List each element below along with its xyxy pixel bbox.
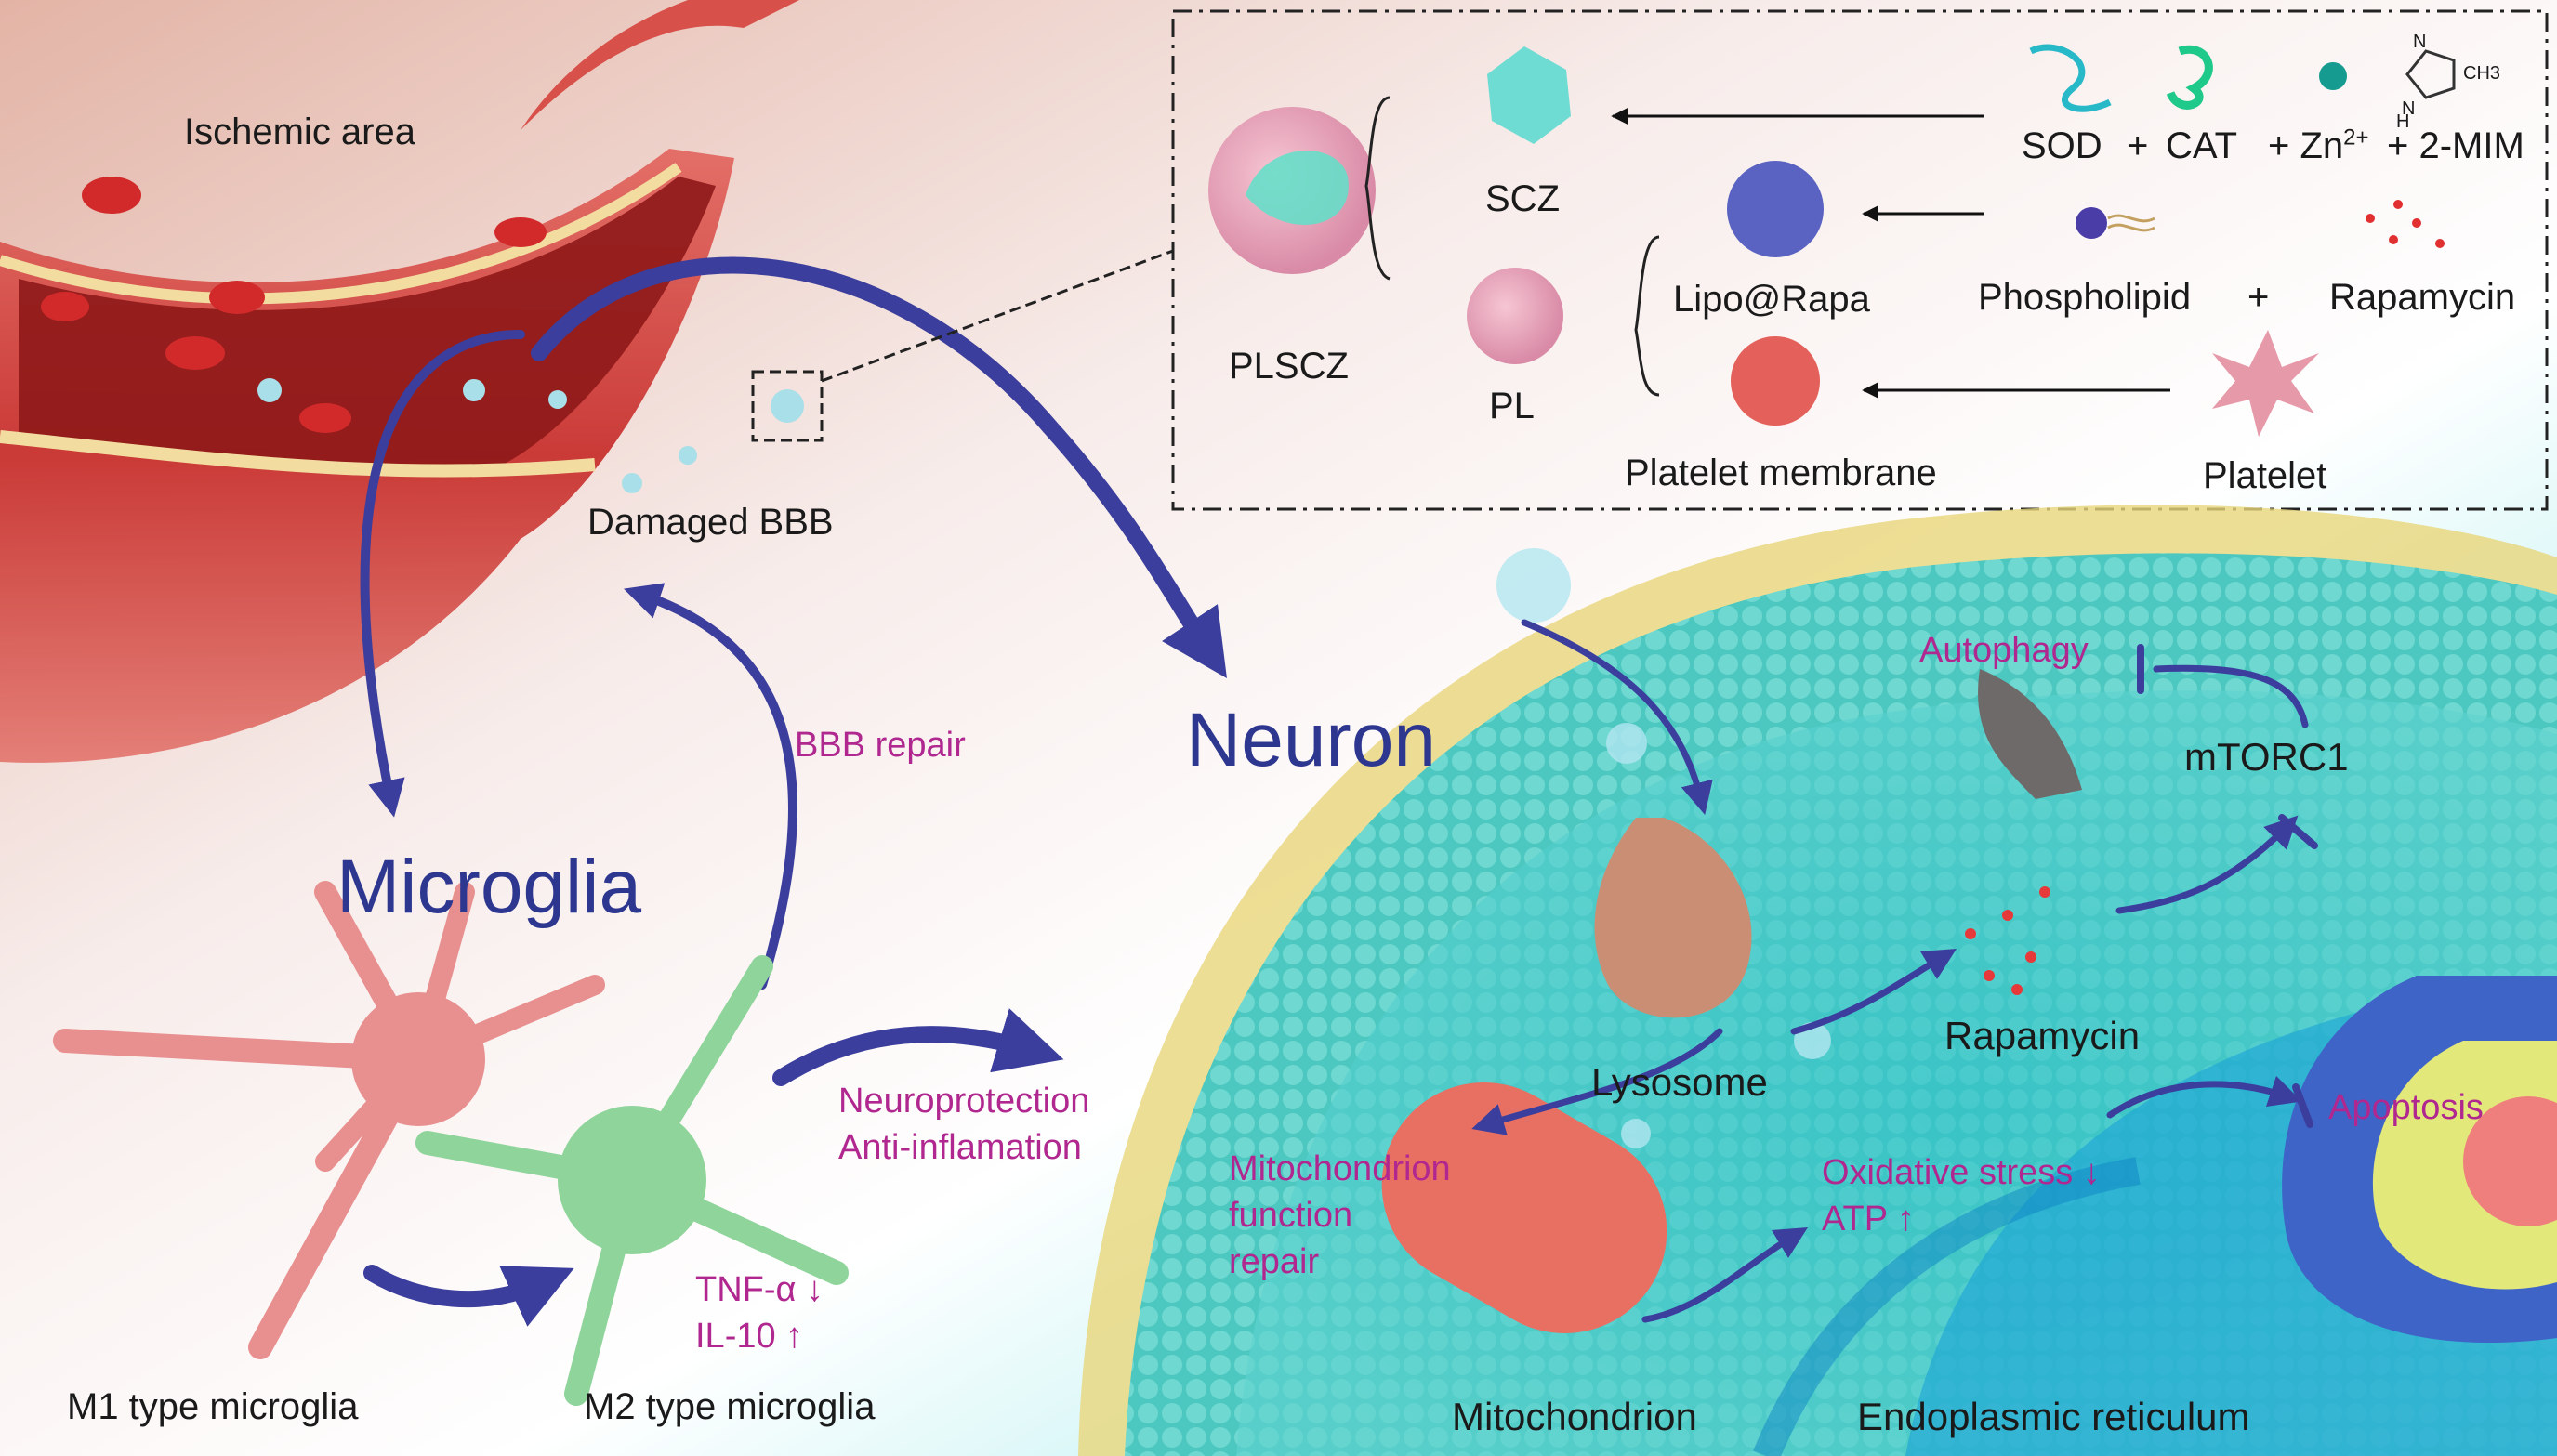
rapamycin-reagent-label: Rapamycin (2329, 277, 2516, 318)
autophagosome (1978, 669, 2082, 799)
chem-ch3: CH3 (2463, 63, 2501, 84)
microglia-title: Microglia (336, 845, 642, 929)
plus-sign: + (2127, 125, 2149, 166)
zn-label: + Zn2+ (2268, 125, 2369, 166)
plscz-label: PLSCZ (1229, 346, 1349, 387)
sod-label: SOD (2022, 125, 2102, 166)
damaged-bbb-label: Damaged BBB (587, 502, 834, 543)
m1-microglia (53, 881, 605, 1359)
plus-sign: + (2247, 277, 2270, 318)
blood-vessel (0, 0, 803, 763)
lipo-rapa-label: Lipo@Rapa (1673, 279, 1870, 320)
flow-arrows (360, 256, 1227, 1327)
ischemic-area-label: Ischemic area (184, 111, 415, 152)
atp-label: ATP ↑ (1822, 1200, 1915, 1239)
neuron-cell (1078, 505, 2557, 1456)
apoptosis-label: Apoptosis (2328, 1088, 2484, 1127)
il10-label: IL-10 ↑ (695, 1317, 804, 1356)
m2-label: M2 type microglia (584, 1386, 876, 1427)
mim-label: + 2-MIM (2387, 125, 2524, 166)
rapamycin-neuron-label: Rapamycin (1944, 1014, 2141, 1057)
neuroprotection-label: Neuroprotection (838, 1082, 1090, 1121)
chem-n-top: N (2413, 32, 2427, 52)
cat-label: CAT (2166, 125, 2238, 166)
mitochondrion (1381, 1082, 1667, 1333)
lysosome-label: Lysosome (1591, 1060, 1768, 1104)
platelet-label: Platelet (2203, 455, 2327, 496)
er-label: Endoplasmic reticulum (1857, 1395, 2250, 1438)
chem-n-bottom: N (2402, 98, 2416, 119)
m1-label: M1 type microglia (67, 1386, 359, 1427)
lipo-particle (1727, 161, 1824, 257)
autophagy-label: Autophagy (1919, 631, 2089, 670)
phospholipid-label: Phospholipid (1978, 277, 2192, 318)
mitochondrion-label: Mitochondrion (1452, 1395, 1697, 1438)
synthesis-panel (751, 9, 2549, 511)
tnf-label: TNF-α ↓ (695, 1270, 824, 1309)
scz-label: SCZ (1485, 178, 1560, 219)
membrane-particle (1731, 336, 1820, 426)
oxidative-stress-label: Oxidative stress ↓ (1822, 1153, 2101, 1192)
mtorc1-label: mTORC1 (2184, 735, 2349, 779)
platelet-shape (2212, 330, 2319, 437)
chem-h: H (2396, 111, 2410, 132)
bbb-repair-label: BBB repair (795, 726, 966, 765)
scz-crystal (1487, 46, 1571, 144)
platelet-membrane-label: Platelet membrane (1625, 453, 1937, 493)
mito-repair-line3: repair (1229, 1242, 1320, 1281)
lysosome (1594, 818, 1752, 1018)
neuron-title: Neuron (1186, 698, 1436, 782)
pathway-arrows (1471, 619, 2318, 1323)
pl-label: PL (1489, 386, 1535, 426)
mito-repair-line1: Mitochondrion (1229, 1149, 1451, 1188)
pl-particle (1467, 268, 1563, 364)
mito-repair-line2: function (1229, 1196, 1353, 1235)
anti-inflammation-label: Anti-inflamation (838, 1128, 1082, 1167)
m2-microglia (415, 955, 849, 1406)
